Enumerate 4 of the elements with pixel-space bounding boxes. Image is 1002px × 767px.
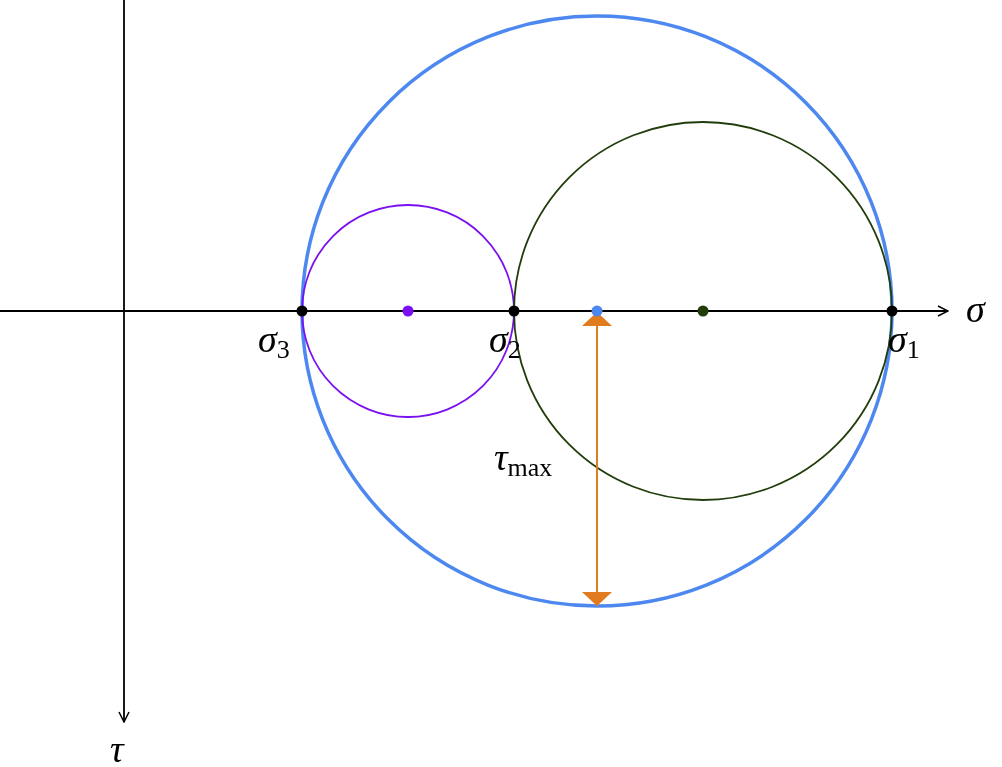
axis-label: τ bbox=[110, 730, 124, 767]
point-label: σ$_{3}$ bbox=[258, 320, 290, 358]
dimension-label: τ$_{max}$ bbox=[494, 438, 553, 476]
axis-label: σ bbox=[966, 290, 985, 328]
